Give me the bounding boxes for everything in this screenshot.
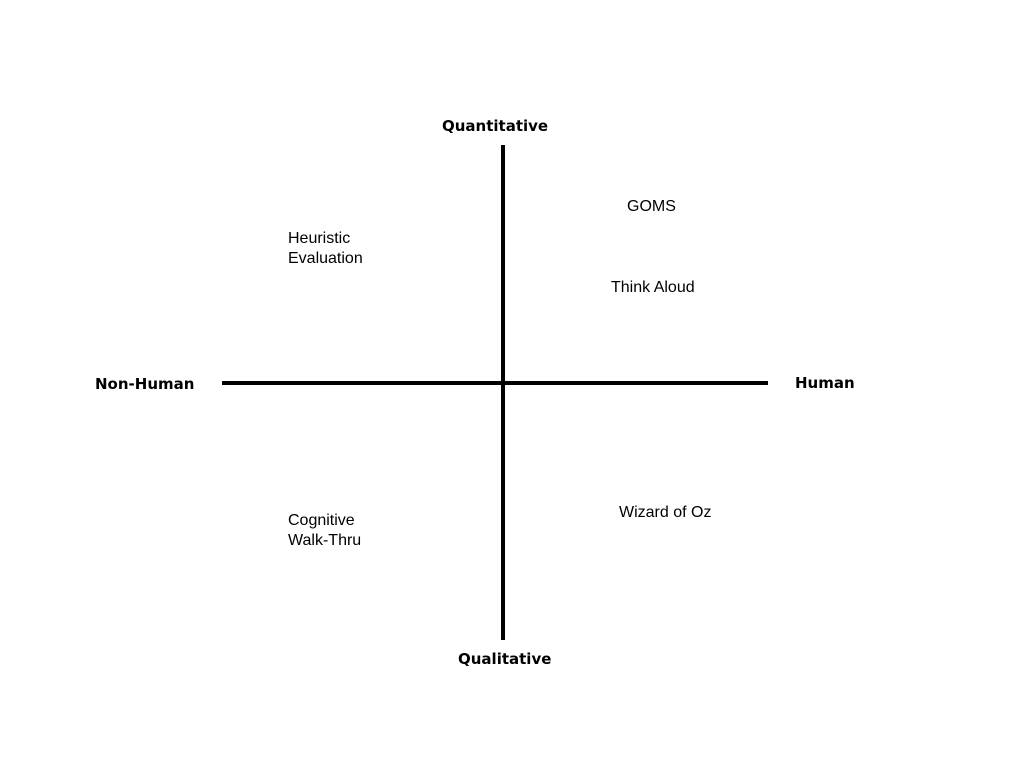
method-label-line: Wizard of Oz	[619, 504, 712, 521]
method-cognitive-walkthru: Cognitive Walk-Thru	[288, 511, 361, 551]
horizontal-axis	[222, 381, 768, 385]
method-label-line: GOMS	[627, 198, 676, 215]
axis-label-quantitative: Quantitative	[442, 117, 549, 135]
axis-label-non-human: Non-Human	[95, 375, 195, 393]
method-label-line: Cognitive	[288, 512, 355, 529]
method-heuristic-evaluation: Heuristic Evaluation	[288, 229, 363, 269]
method-wizard-of-oz: Wizard of Oz	[619, 503, 711, 523]
method-label-line: Think Aloud	[611, 279, 695, 296]
axis-label-human: Human	[795, 374, 855, 392]
method-label-line: Evaluation	[288, 250, 363, 267]
axis-label-qualitative: Qualitative	[458, 650, 552, 668]
method-label-line: Heuristic	[288, 230, 351, 247]
vertical-axis	[501, 145, 505, 640]
method-goms: GOMS	[627, 197, 676, 217]
method-label-line: Walk-Thru	[288, 532, 362, 549]
method-think-aloud: Think Aloud	[611, 278, 695, 298]
